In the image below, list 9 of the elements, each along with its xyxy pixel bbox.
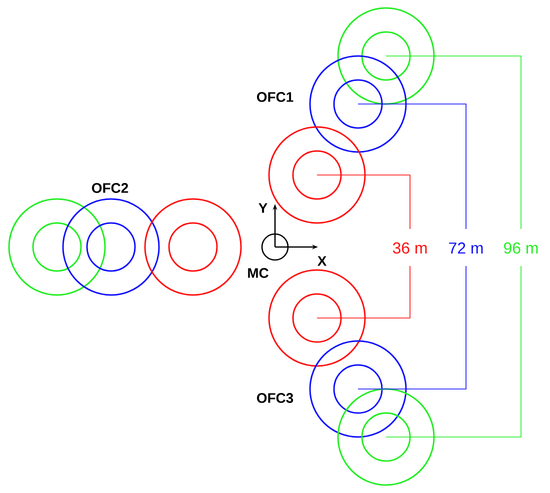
cluster-label: OFC1	[256, 92, 294, 102]
origin-label: MC	[248, 268, 268, 278]
dimension-label: 36 m	[392, 242, 427, 254]
dimension-label: 96 m	[504, 242, 538, 254]
axis-label: Y	[258, 203, 268, 213]
cluster-label: OFC2	[92, 183, 128, 193]
cluster-label: OFC3	[256, 393, 294, 403]
axis-label: X	[317, 256, 327, 266]
dimension-label: 72 m	[449, 242, 483, 254]
